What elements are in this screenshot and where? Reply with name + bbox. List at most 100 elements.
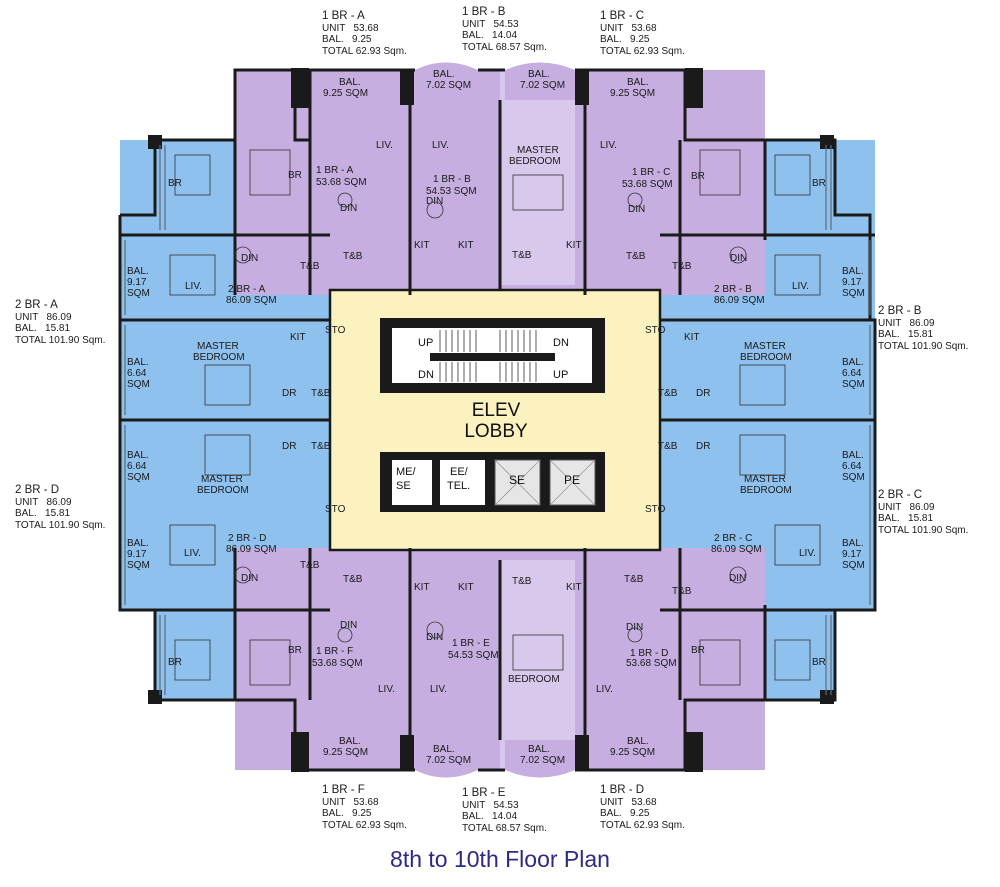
svg-text:SQM: SQM <box>127 288 150 299</box>
svg-text:DIN: DIN <box>729 573 746 584</box>
svg-text:SQM: SQM <box>842 288 865 299</box>
svg-text:KIT: KIT <box>414 240 430 251</box>
svg-text:DIN: DIN <box>426 196 443 207</box>
summary-unit: UNIT 54.53 <box>462 18 519 30</box>
svg-text:BAL.: BAL. <box>127 266 149 277</box>
svg-text:BAL.: BAL. <box>433 69 455 80</box>
walls <box>118 68 877 772</box>
svg-text:SQM: SQM <box>127 472 150 483</box>
svg-text:T&B: T&B <box>343 574 363 585</box>
svg-text:SQM: SQM <box>842 560 865 571</box>
unit-2br-b-lower <box>655 320 875 420</box>
svg-text:53.68 SQM: 53.68 SQM <box>626 658 677 669</box>
svg-text:MASTER: MASTER <box>197 341 239 352</box>
core-stair: UP DN DN UP <box>380 318 605 393</box>
svg-text:DR: DR <box>282 441 296 452</box>
svg-text:BEDROOM: BEDROOM <box>193 352 245 363</box>
unit-1br-a <box>235 70 410 295</box>
summary-1br-a: 1 BR - A UNIT 53.68 BAL. 9.25 TOTAL 62.9… <box>322 10 407 57</box>
svg-text:6.64: 6.64 <box>842 461 862 472</box>
summary-total: TOTAL 68.57 Sqm. <box>462 822 547 834</box>
svg-text:6.64: 6.64 <box>842 368 862 379</box>
summary-bal: BAL. 9.25 <box>322 808 372 819</box>
svg-text:2 BR - D: 2 BR - D <box>228 533 266 544</box>
summary-title: 2 BR - D <box>15 484 60 496</box>
svg-text:T&B: T&B <box>343 251 363 262</box>
summary-total: TOTAL 68.57 Sqm. <box>462 41 547 53</box>
summary-title: 1 BR - A <box>322 10 365 22</box>
summary-total: TOTAL 101.90 Sqm. <box>15 334 106 346</box>
summary-total: TOTAL 62.93 Sqm. <box>600 45 685 57</box>
summary-2br-b: 2 BR - B UNIT 86.09 BAL. 15.81 TOTAL 101… <box>878 305 969 352</box>
summary-bal: BAL. 15.81 <box>15 323 71 334</box>
svg-text:DIN: DIN <box>241 253 258 264</box>
svg-text:T&B: T&B <box>300 560 320 571</box>
summary-bal: BAL. 15.81 <box>15 508 71 519</box>
svg-text:MASTER: MASTER <box>201 474 243 485</box>
svg-text:1 BR - F: 1 BR - F <box>316 646 353 657</box>
svg-text:SQM: SQM <box>842 472 865 483</box>
svg-text:7.02 SQM: 7.02 SQM <box>426 755 471 766</box>
svg-text:BR: BR <box>812 657 826 668</box>
summary-bal: BAL. 14.04 <box>462 811 518 822</box>
summary-unit: UNIT 53.68 <box>322 796 379 808</box>
ee-tel-label-2: TEL. <box>447 480 470 492</box>
svg-text:BAL.: BAL. <box>842 266 864 277</box>
svg-text:BAL.: BAL. <box>842 450 864 461</box>
summary-2br-c: 2 BR - C UNIT 86.09 BAL. 15.81 TOTAL 101… <box>878 489 968 536</box>
summary-unit: UNIT 54.53 <box>462 799 519 811</box>
unit-1br-e-room <box>500 560 575 770</box>
svg-text:BAL.: BAL. <box>433 744 455 755</box>
svg-text:9.25 SQM: 9.25 SQM <box>323 88 368 99</box>
summary-unit: UNIT 86.09 <box>878 501 935 513</box>
svg-text:MASTER: MASTER <box>744 474 786 485</box>
svg-text:DIN: DIN <box>340 620 357 631</box>
svg-text:BAL.: BAL. <box>627 77 649 88</box>
svg-text:LIV.: LIV. <box>600 140 617 151</box>
summary-total: TOTAL 101.90 Sqm. <box>878 340 969 352</box>
svg-text:7.02 SQM: 7.02 SQM <box>426 80 471 91</box>
balcony-1br-b-right <box>505 62 575 100</box>
summary-total: TOTAL 101.90 Sqm. <box>15 519 106 531</box>
balcony-1br-e-right <box>505 740 575 778</box>
svg-text:T&B: T&B <box>300 261 320 272</box>
svg-text:DR: DR <box>282 388 296 399</box>
summary-bal: BAL. 15.81 <box>878 329 934 340</box>
svg-text:BR: BR <box>691 645 705 656</box>
svg-text:T&B: T&B <box>512 576 532 587</box>
svg-text:9.17: 9.17 <box>127 277 147 288</box>
summary-2br-a: 2 BR - A UNIT 86.09 BAL. 15.81 TOTAL 101… <box>15 299 106 346</box>
me-se-label: ME/ <box>396 466 417 478</box>
svg-text:9.17: 9.17 <box>842 549 862 560</box>
summary-title: 1 BR - F <box>322 784 365 796</box>
svg-text:LIV.: LIV. <box>792 281 809 292</box>
svg-text:9.25 SQM: 9.25 SQM <box>610 747 655 758</box>
svg-text:T&B: T&B <box>624 574 644 585</box>
summary-total: TOTAL 62.93 Sqm. <box>322 45 407 57</box>
svg-text:KIT: KIT <box>414 582 430 593</box>
svg-text:BR: BR <box>288 170 302 181</box>
svg-text:SQM: SQM <box>127 560 150 571</box>
svg-text:BAL.: BAL. <box>528 69 550 80</box>
svg-text:T&B: T&B <box>672 586 692 597</box>
svg-text:KIT: KIT <box>684 332 700 343</box>
svg-text:T&B: T&B <box>626 251 646 262</box>
svg-text:9.25 SQM: 9.25 SQM <box>610 88 655 99</box>
svg-text:BEDROOM: BEDROOM <box>740 485 792 496</box>
svg-text:DIN: DIN <box>426 632 443 643</box>
svg-text:9.17: 9.17 <box>127 549 147 560</box>
svg-text:STO: STO <box>645 325 666 336</box>
furniture <box>169 149 821 686</box>
me-se-label-2: SE <box>396 480 411 492</box>
unit-2br-d-corner <box>155 605 235 700</box>
svg-text:BAL.: BAL. <box>842 538 864 549</box>
summary-unit: UNIT 86.09 <box>878 317 935 329</box>
svg-text:9.17: 9.17 <box>842 277 862 288</box>
svg-text:BAL.: BAL. <box>528 744 550 755</box>
svg-text:BAL.: BAL. <box>127 538 149 549</box>
summary-unit: UNIT 86.09 <box>15 496 72 508</box>
stair-up-label-2: UP <box>553 369 568 381</box>
svg-text:T&B: T&B <box>658 441 678 452</box>
